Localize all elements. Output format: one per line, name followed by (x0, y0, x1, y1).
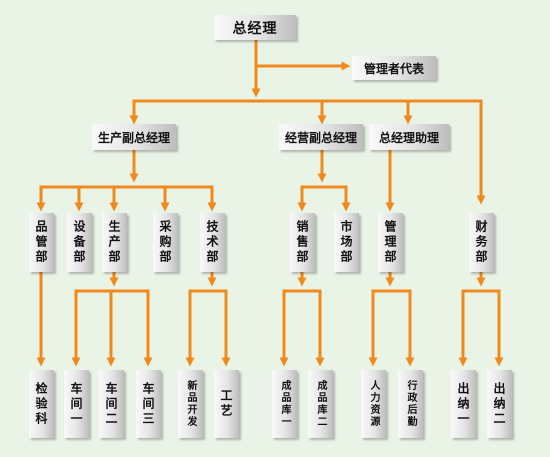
node-new-product-dev: 新品开发 (178, 370, 203, 438)
edge-finance-bus (461, 289, 501, 360)
node-purchasing-dept: 采购部 (153, 213, 178, 272)
edge-biz-bus (300, 185, 348, 205)
node-workshop-3: 车间三 (136, 370, 161, 438)
node-management-representative: 管理者代表 (352, 56, 436, 80)
edge-admin-bus (371, 289, 412, 360)
node-inspection-section: 检验科 (29, 370, 54, 438)
node-finance-dept: 财务部 (469, 213, 494, 272)
edge-tech-bus (188, 289, 228, 360)
node-finished-store-2: 成品库二 (308, 370, 333, 438)
node-sales-dept: 销售部 (290, 213, 315, 272)
node-tech-dept: 技术部 (200, 213, 225, 272)
node-general-manager: 总经理 (214, 15, 296, 40)
node-admin-dept: 管理部 (378, 213, 403, 272)
node-human-resources: 人力资源 (361, 370, 386, 438)
node-admin-logistics: 行政后勤 (398, 370, 423, 438)
node-business-vgm: 经营副总经理 (279, 124, 363, 150)
node-craft: 工艺 (214, 370, 239, 438)
node-market-dept: 市场部 (334, 213, 359, 272)
node-workshop-2: 车间二 (99, 370, 124, 438)
node-quality-dept: 品管部 (29, 213, 54, 272)
edge-sales-bus (282, 289, 322, 360)
node-finished-store-1: 成品库一 (272, 370, 297, 438)
node-production-vgm: 生产副总经理 (92, 124, 176, 150)
node-cashier-2: 出纳二 (487, 370, 512, 438)
node-workshop-1: 车间一 (64, 370, 89, 438)
node-production-dept: 生产部 (102, 213, 127, 272)
edge-prod-bus (39, 185, 214, 205)
node-cashier-1: 出纳一 (451, 370, 476, 438)
node-equipment-dept: 设备部 (67, 213, 92, 272)
node-gm-assistant: 总经理助理 (369, 124, 449, 150)
